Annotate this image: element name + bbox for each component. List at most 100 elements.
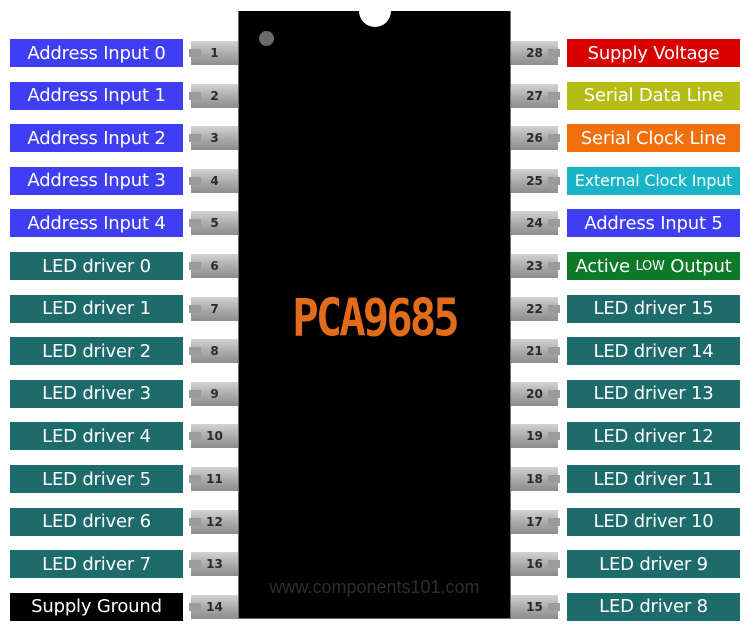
pin-7: 7: [189, 296, 238, 321]
pin-20: 20: [511, 381, 560, 406]
pin-label-6: LED driver 0: [10, 252, 183, 280]
pin-label-25: External Clock Input: [567, 166, 740, 195]
pin-12: 12: [189, 509, 238, 534]
pin1-marker-dot: [259, 31, 274, 46]
pin-label-text: Address Input 5: [584, 212, 723, 234]
pin-lead: [548, 475, 560, 483]
pin-number: 24: [526, 216, 543, 231]
pin-label-text: LED driver 1: [42, 298, 151, 320]
pin-label-text: Address Input 2: [27, 127, 166, 149]
pin-label-27: Serial Data Line: [567, 81, 740, 110]
pin-27: 27: [511, 83, 560, 108]
pin-label-text: LED driver 10: [593, 511, 714, 533]
pin-number: 26: [526, 131, 543, 146]
pin-label-text: LED driver 7: [42, 553, 151, 575]
pin-label-text: LED driver 6: [42, 511, 151, 533]
pin-lead: [548, 347, 560, 356]
pin-15: 15: [511, 594, 560, 619]
pin-lead: [189, 91, 201, 100]
pin-10: 10: [189, 424, 238, 449]
pin-number: 25: [526, 173, 543, 188]
pin-number: 20: [526, 386, 543, 401]
pin-label-20: LED driver 13: [567, 379, 740, 408]
pin-label-text: LED driver 5: [42, 468, 151, 490]
pin-8: 8: [189, 339, 238, 364]
pin-number: 9: [210, 386, 219, 401]
pin-lead: [189, 432, 201, 441]
pin-19: 19: [511, 424, 560, 449]
pin-lead: [189, 304, 201, 313]
pin-lead: [189, 176, 201, 185]
pin-label-text: Serial Data Line: [583, 85, 724, 107]
pin-number: 14: [206, 599, 223, 614]
pin-lead: [189, 389, 201, 398]
pin-label-21: LED driver 14: [567, 337, 740, 366]
pin-3: 3: [189, 126, 238, 151]
pin-number: 1: [210, 46, 219, 60]
chip-name: PCA9685: [292, 288, 459, 349]
pin-lead: [189, 475, 201, 483]
pin-lead: [548, 262, 560, 270]
pin-23: 23: [511, 254, 560, 278]
pin-14: 14: [189, 594, 238, 619]
pin-label-text: LED driver 15: [593, 298, 714, 320]
pin-9: 9: [189, 381, 238, 406]
pin-number: 8: [210, 344, 219, 359]
pin-label-text: LED driver 2: [42, 340, 151, 362]
pin-number: 4: [210, 173, 219, 188]
pin-label-14: Supply Ground: [10, 592, 183, 621]
pin-16: 16: [511, 552, 560, 577]
pin-label-text: Output: [664, 255, 732, 277]
pin-25: 25: [511, 168, 560, 193]
pin-1: 1: [189, 41, 238, 65]
pin-lead: [548, 304, 560, 313]
pin-label-text: LED driver 12: [593, 425, 714, 447]
pin-label-text: External Clock Input: [574, 171, 733, 191]
pin-label-text: LED driver 14: [593, 340, 714, 362]
pin-lead: [189, 517, 201, 526]
pin-label-5: Address Input 4: [10, 209, 183, 238]
pin-number: 22: [526, 301, 543, 316]
pin-6: 6: [189, 254, 238, 278]
pin-label-1: Address Input 0: [10, 39, 183, 67]
pin-24: 24: [511, 211, 560, 236]
pin-label-text: LED driver 3: [42, 383, 151, 405]
chip-notch: [359, 0, 391, 27]
pin-label-text: Supply Ground: [31, 596, 162, 618]
pin-label-17: LED driver 10: [567, 507, 740, 536]
watermark: www.components101.com: [269, 577, 480, 597]
pin-label-text: Address Input 0: [27, 42, 166, 64]
pin-2: 2: [189, 83, 238, 108]
pin-number: 23: [526, 259, 543, 273]
pin-label-2: Address Input 1: [10, 81, 183, 110]
pin-13: 13: [189, 552, 238, 577]
pin-label-text: Active: [575, 255, 636, 277]
pin-28: 28: [511, 41, 560, 65]
pin-number: 21: [526, 344, 543, 359]
pin-lead: [189, 49, 201, 57]
pin-lead: [548, 517, 560, 526]
pin-lead: [189, 560, 201, 569]
pin-number: 16: [526, 557, 543, 572]
pin-lead: [548, 560, 560, 569]
pin-label-smallcaps: LOW: [635, 258, 665, 274]
pin-number: 18: [526, 472, 543, 486]
pin-label-7: LED driver 1: [10, 294, 183, 323]
pin-lead: [548, 49, 560, 57]
pin-lead: [189, 602, 201, 611]
pin-11: 11: [189, 467, 238, 491]
pin-number: 15: [526, 599, 543, 614]
chip-body: PCA9685 www.components101.com: [238, 0, 511, 619]
pin-lead: [548, 389, 560, 398]
pin-label-9: LED driver 3: [10, 379, 183, 408]
pin-label-text: LED driver 13: [593, 383, 714, 405]
pin-label-12: LED driver 6: [10, 507, 183, 536]
pin-label-4: Address Input 3: [10, 166, 183, 195]
pin-number: 27: [526, 88, 543, 103]
pin-label-19: LED driver 12: [567, 422, 740, 451]
pin-lead: [189, 134, 201, 143]
pin-label-13: LED driver 7: [10, 550, 183, 579]
pin-number: 19: [526, 429, 543, 444]
pin-number: 6: [210, 259, 219, 273]
pin-number: 5: [210, 216, 219, 231]
